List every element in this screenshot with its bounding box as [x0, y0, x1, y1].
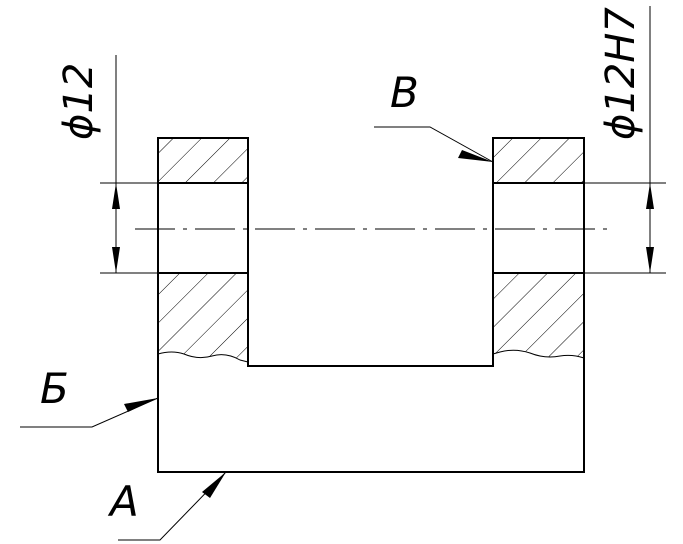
leader-v	[374, 126, 494, 163]
right-break-line	[492, 349, 585, 359]
left-dim-arrow-bottom	[112, 247, 120, 273]
surface-label-b: Б	[40, 364, 69, 413]
leader-a	[118, 471, 227, 541]
left-break-line	[157, 351, 249, 363]
right-bottom-hatch	[493, 273, 584, 358]
left-dim-arrow-top	[112, 183, 120, 209]
leader-v-arrow	[458, 150, 493, 162]
left-diameter-label: ϕ12	[56, 63, 102, 140]
surface-label-a: А	[107, 477, 139, 526]
leader-b-arrow	[124, 398, 158, 412]
part-outline	[157, 137, 585, 473]
right-top-hatch	[493, 138, 584, 183]
right-dim-arrow-top	[646, 183, 654, 209]
surface-label-v: В	[390, 68, 419, 117]
right-diameter-label: ϕ12H7	[598, 7, 644, 140]
leader-a-arrow	[202, 472, 226, 498]
right-dim-arrow-bottom	[646, 247, 654, 273]
left-top-hatch	[158, 138, 248, 183]
left-bottom-hatch	[158, 273, 248, 362]
